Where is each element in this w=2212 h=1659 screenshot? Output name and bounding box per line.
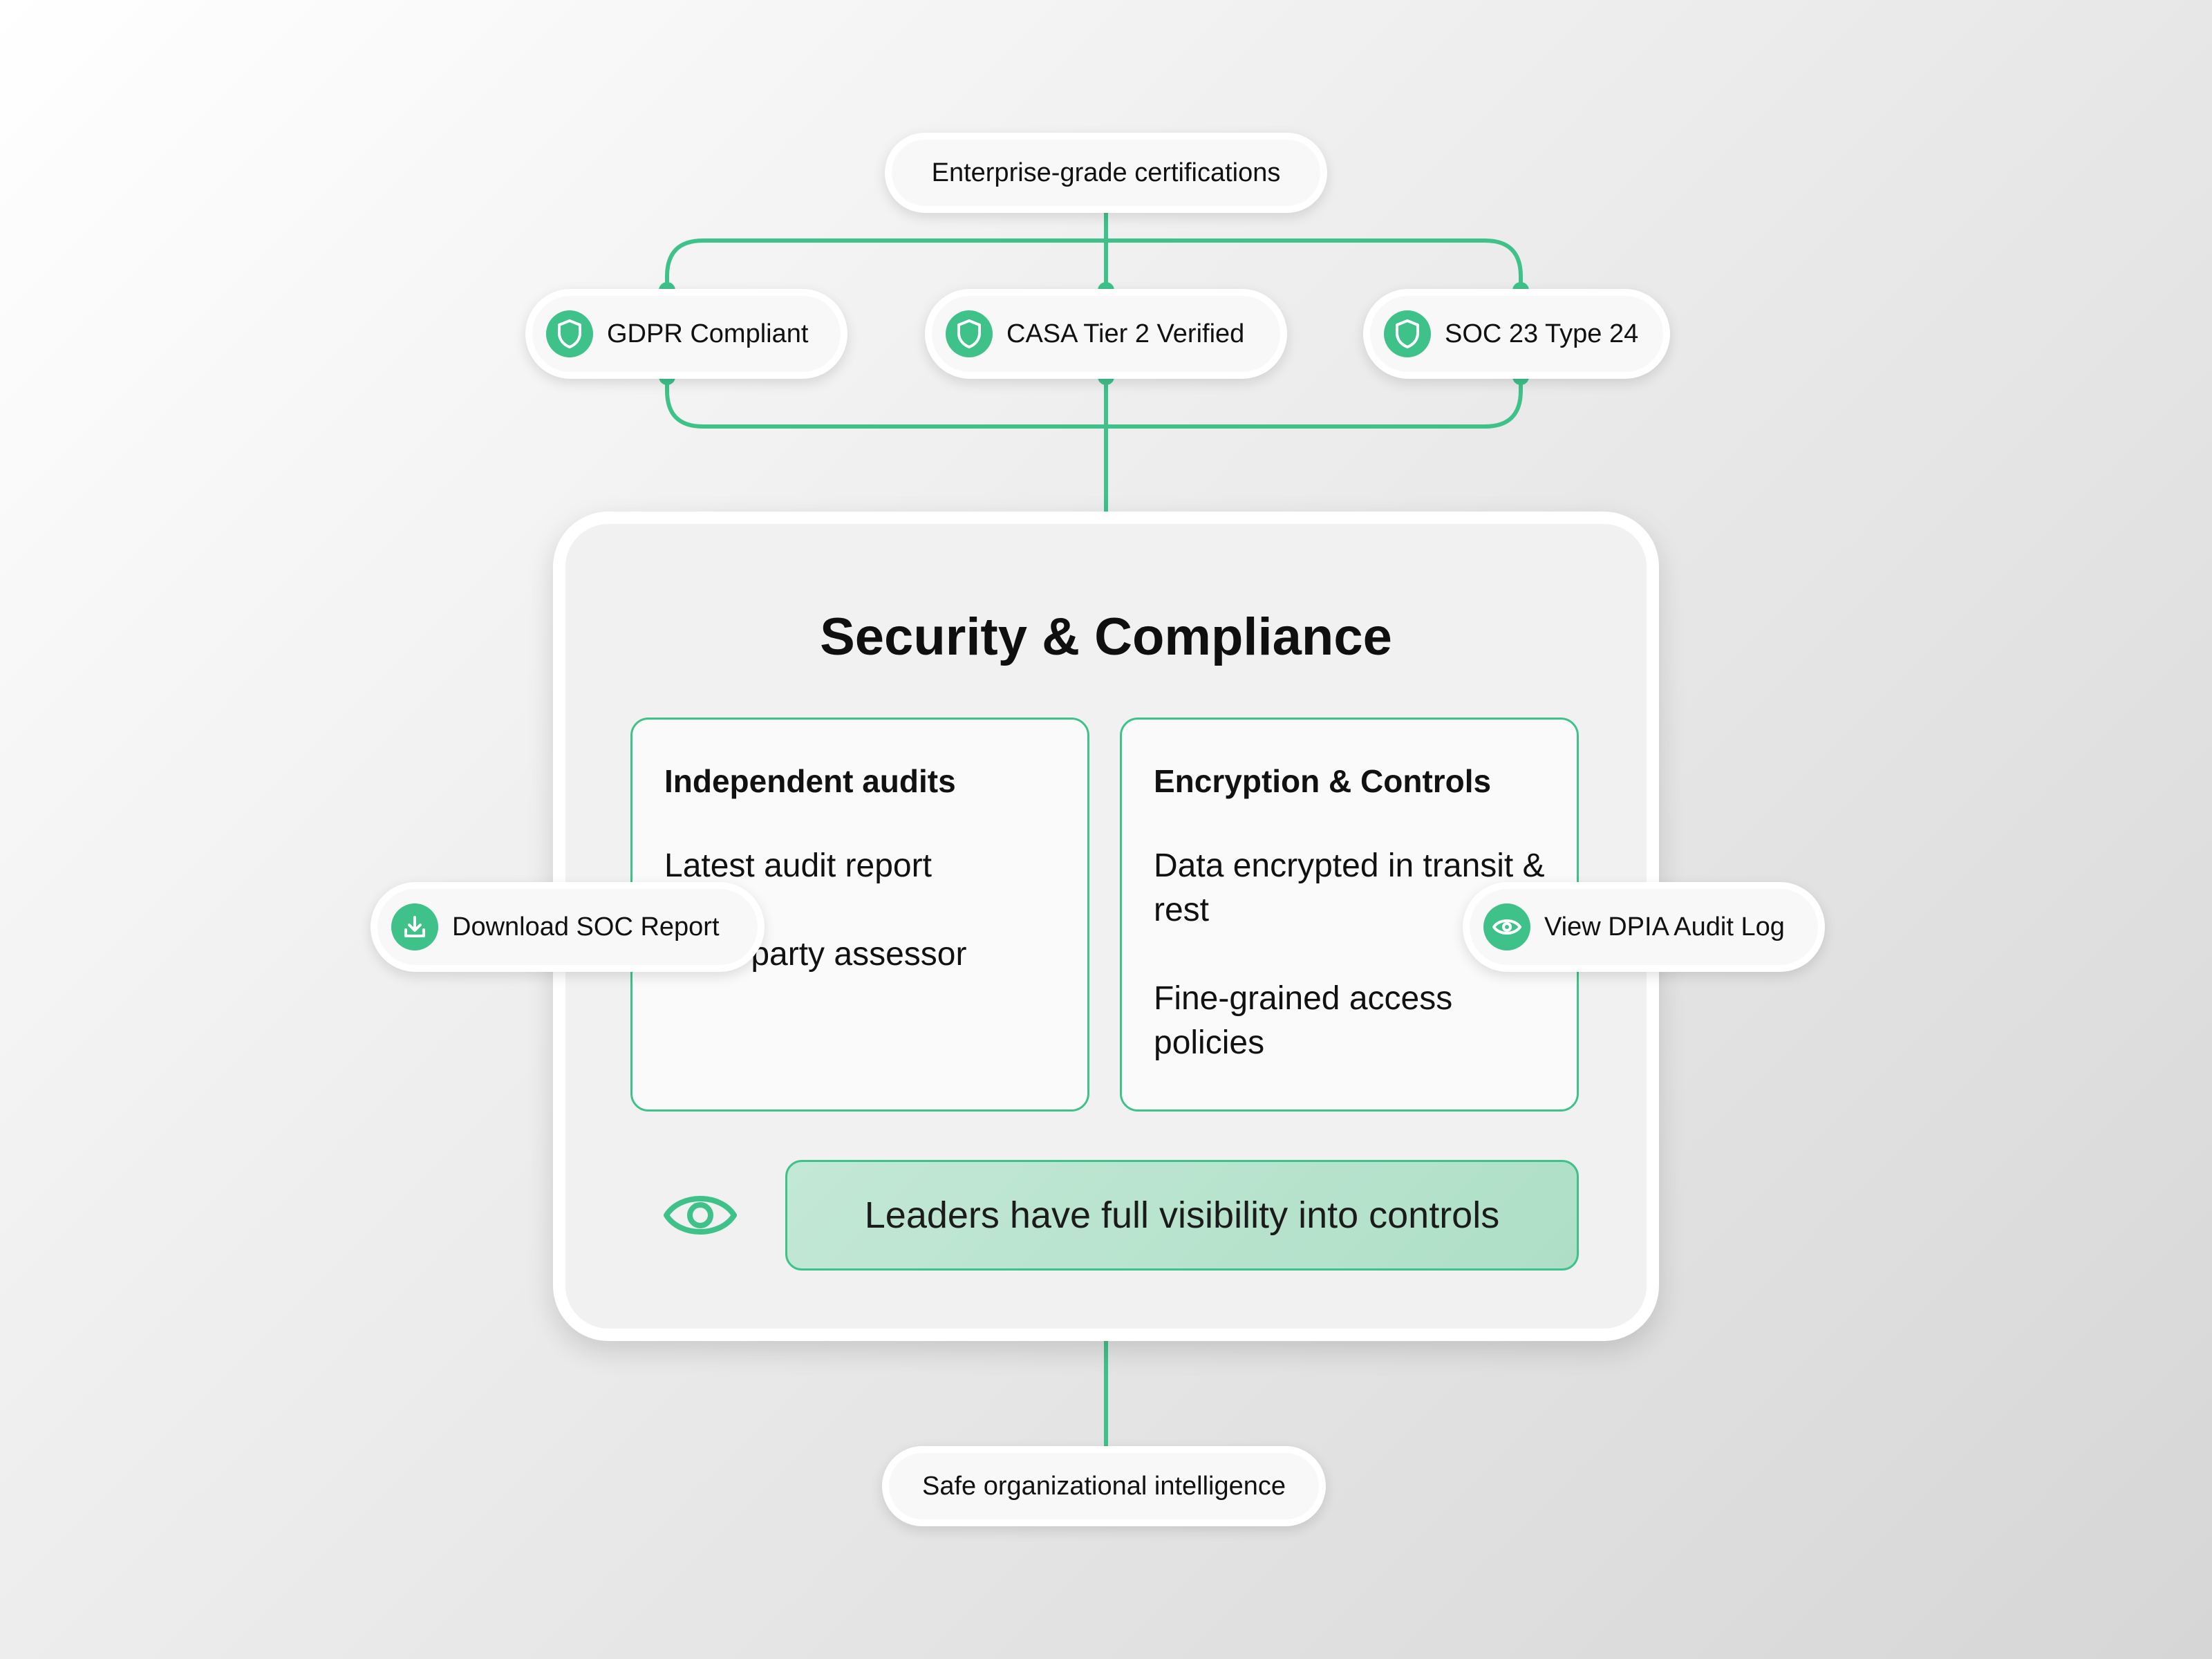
download-icon: [391, 903, 438, 950]
eye-icon: [1483, 903, 1530, 950]
casa-badge: CASA Tier 2 Verified: [925, 289, 1287, 379]
banner-text: Leaders have full visibility into contro…: [864, 1194, 1500, 1236]
view-label: View DPIA Audit Log: [1544, 912, 1785, 941]
soc-badge: SOC 23 Type 24: [1363, 289, 1670, 379]
casa-label: CASA Tier 2 Verified: [1006, 319, 1245, 348]
top-node-label: Enterprise-grade certifications: [931, 158, 1281, 187]
visibility-banner: Leaders have full visibility into contro…: [785, 1160, 1579, 1271]
download-soc-report-button[interactable]: Download SOC Report: [371, 882, 765, 972]
bottom-node-label: Safe organizational intelligence: [921, 1471, 1286, 1501]
card-title: Security & Compliance: [820, 608, 1392, 666]
soc-label: SOC 23 Type 24: [1445, 319, 1639, 348]
gdpr-label: GDPR Compliant: [607, 319, 809, 348]
eye-icon: [664, 1196, 737, 1235]
panel-item: Fine-grained access policies: [1154, 980, 1453, 1061]
panel-item: Latest audit report: [664, 847, 932, 884]
shield-icon: [946, 310, 993, 357]
shield-icon: [546, 310, 593, 357]
shield-icon: [1384, 310, 1431, 357]
download-label: Download SOC Report: [452, 912, 720, 941]
bottom-node-safe-intelligence: Safe organizational intelligence: [882, 1446, 1326, 1526]
panel-heading: Independent audits: [664, 763, 956, 799]
top-node-enterprise-certifications: Enterprise-grade certifications: [885, 133, 1327, 213]
panel-heading: Encryption & Controls: [1154, 763, 1492, 799]
view-dpia-audit-log-button[interactable]: View DPIA Audit Log: [1463, 882, 1825, 972]
gdpr-badge: GDPR Compliant: [525, 289, 847, 379]
panel-item: Data encrypted in transit & rest: [1154, 847, 1545, 928]
